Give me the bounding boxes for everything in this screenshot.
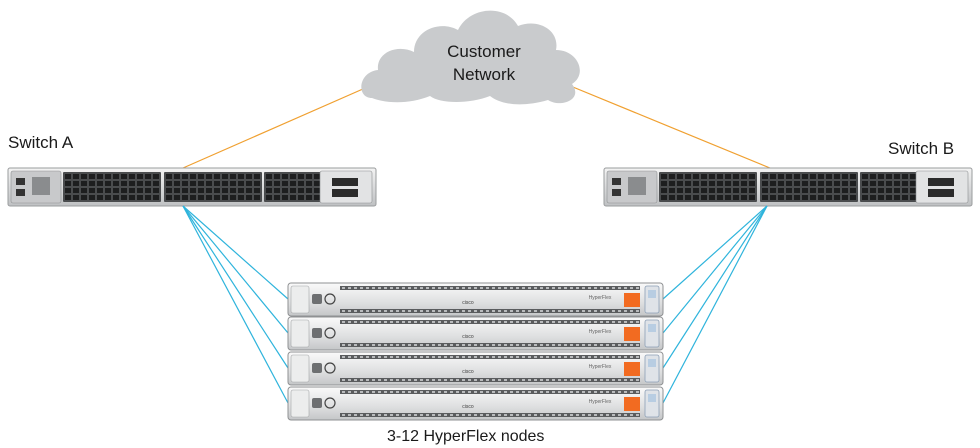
hyperflex-brand-text: HyperFlex [589,364,612,370]
downlink-switch-a [182,205,289,369]
uplink-switch-a [182,84,373,169]
hyperflex-accent-tag [624,397,640,411]
downlink-switch-a [182,205,289,300]
cloud-label-line2: Network [452,65,516,84]
hyperflex-brand-text: HyperFlex [589,295,612,301]
cisco-logo-text: cisco [462,300,474,306]
hyperflex-brand-text: HyperFlex [589,399,612,405]
uplink-switch-b [567,84,771,169]
switch-b [603,167,973,207]
customer-network-cloud [361,10,580,105]
downlink-switch-b [662,205,768,404]
cisco-logo-text: cisco [462,334,474,340]
hyperflex-accent-tag [624,293,640,307]
downlink-switch-b [662,205,768,334]
hyperflex-node: cisco HyperFlex [287,316,664,351]
switch-b-label: Switch B [888,139,955,158]
downlink-switch-b [662,205,768,300]
nodes-caption: 3-12 HyperFlex nodes [387,428,545,445]
switch-a [7,167,377,207]
downlink-switch-b [662,205,768,369]
cisco-logo-text: cisco [462,404,474,410]
hyperflex-accent-tag [624,362,640,376]
cloud-label: Customer Network [405,40,563,86]
hyperflex-accent-tag [624,327,640,341]
downlink-switch-a [182,205,289,334]
hyperflex-node: cisco HyperFlex [287,351,664,386]
hyperflex-node: cisco HyperFlex [287,386,664,421]
switch-a-label: Switch A [8,133,74,152]
hyperflex-node: cisco HyperFlex [287,282,664,317]
cisco-logo-text: cisco [462,369,474,375]
downlinks [182,205,768,404]
downlink-switch-a [182,205,289,404]
cloud-label-line1: Customer [447,42,521,61]
hyperflex-node-stack: ciscoHyperFlexciscoHyperFlexciscoHyperFl… [287,282,664,421]
hyperflex-brand-text: HyperFlex [589,329,612,335]
